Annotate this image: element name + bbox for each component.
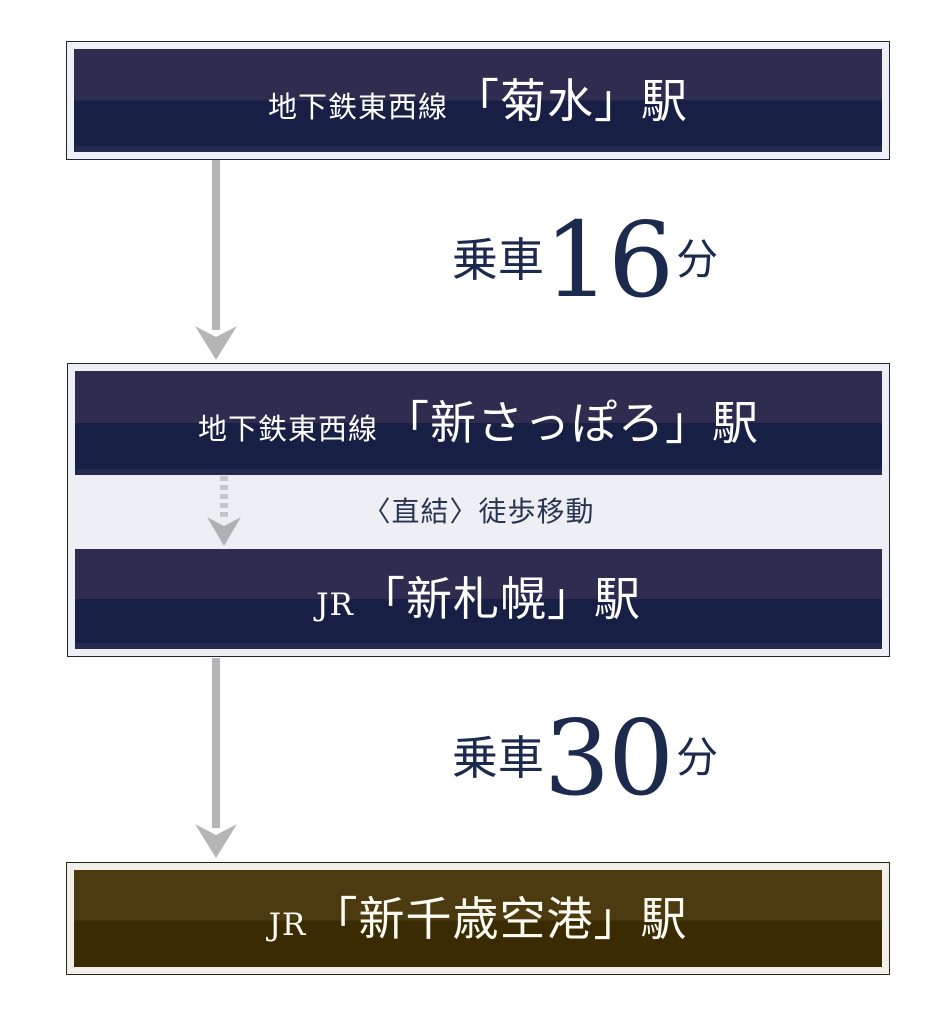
station-text: 地下鉄東西線 「菊水」駅 — [268, 78, 688, 124]
line-name-label: 地下鉄東西線 — [267, 89, 448, 124]
dashed-down-arrow-icon — [207, 476, 241, 546]
down-arrow-icon — [195, 658, 237, 858]
station-name-label: 「新さっぽろ」駅 — [383, 396, 760, 450]
station-bar: JR 「新札幌」駅 — [75, 549, 882, 649]
station-text: JR 「新千歳空港」駅 — [269, 896, 688, 942]
station-box-kikusui: 地下鉄東西線 「菊水」駅 — [66, 41, 890, 160]
station-text: JR 「新札幌」駅 — [316, 576, 641, 622]
ride-time-label: 乗車 30 分 — [452, 658, 718, 858]
station-text: 地下鉄東西線 「新さっぽろ」駅 — [198, 400, 759, 446]
station-bar: 地下鉄東西線 「菊水」駅 — [74, 49, 882, 152]
ride-unit-label: 分 — [676, 235, 719, 284]
station-box-shin-chitose-airport: JR 「新千歳空港」駅 — [66, 862, 890, 975]
line-name-label: 地下鉄東西線 — [197, 412, 378, 446]
station-name-label: 「新千歳空港」駅 — [311, 891, 688, 946]
ride-time-label: 乗車 16 分 — [452, 160, 718, 360]
station-bar: JR 「新千歳空港」駅 — [74, 870, 882, 967]
walking-transfer-row: 〈直結〉徒歩移動 — [75, 475, 882, 549]
station-bar: 地下鉄東西線 「新さっぽろ」駅 — [75, 371, 882, 475]
station-name-label: 「菊水」駅 — [453, 73, 689, 128]
transfer-label: 〈直結〉徒歩移動 — [362, 495, 595, 528]
ride-minutes-value: 30 — [543, 697, 674, 819]
ride-mode-label: 乗車 — [451, 233, 544, 287]
line-name-label: JR — [316, 587, 354, 623]
station-name-label: 「新札幌」駅 — [358, 572, 641, 626]
station-box-shinsapporo-transfer: 地下鉄東西線 「新さっぽろ」駅 〈直結〉徒歩移動 JR 「新札幌」駅 — [67, 363, 890, 657]
ride-unit-label: 分 — [676, 733, 719, 782]
ride-minutes-value: 16 — [543, 199, 674, 321]
ride-mode-label: 乗車 — [451, 731, 544, 785]
line-name-label: JR — [268, 906, 307, 943]
down-arrow-icon — [195, 160, 237, 360]
